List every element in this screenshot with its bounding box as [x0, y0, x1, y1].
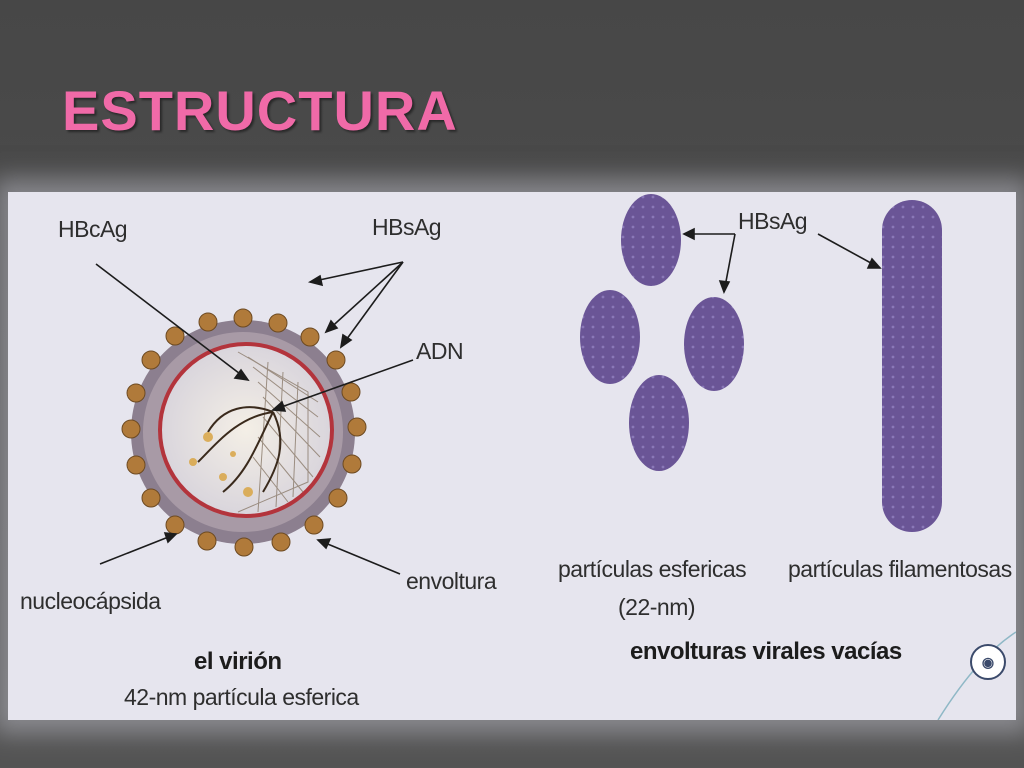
spherical-particles	[580, 194, 744, 471]
virion-arrows	[95, 261, 414, 575]
slide-title: ESTRUCTURA	[62, 79, 458, 142]
virion-particle	[121, 308, 367, 557]
virion-envelope-ring	[158, 342, 334, 518]
label-hbcag: HBcAg	[58, 216, 128, 242]
spherical-particle-top	[621, 194, 681, 286]
label-adn: ADN	[416, 338, 464, 364]
label-virion-subtitle: 42-nm partícula esferica	[124, 684, 359, 710]
virion-spikes	[121, 308, 367, 557]
core-granules	[189, 432, 253, 497]
label-particulas-esfericas: partículas esfericas	[558, 556, 747, 582]
label-nucleocapsida: nucleocápsida	[20, 588, 161, 614]
label-hbsag-virion: HBsAg	[372, 214, 442, 240]
spherical-particle-left	[580, 290, 640, 384]
label-particulas-filamentosas: partículas filamentosas	[788, 556, 1012, 582]
diagram-canvas	[95, 194, 1016, 720]
filamentous-particle	[882, 200, 942, 532]
label-virion-title: el virión	[194, 648, 282, 675]
label-particulas-size: (22-nm)	[618, 594, 696, 620]
spherical-particle-right	[684, 297, 744, 391]
particle-arrows	[682, 227, 882, 295]
spherical-particle-bottom	[629, 375, 689, 471]
logo-icon: ◉	[970, 644, 1006, 680]
label-envolturas-title: envolturas virales vacías	[630, 638, 902, 665]
diagram-figure: HBcAg HBsAg ADN nucleocápsida envoltura …	[8, 192, 1016, 720]
label-hbsag-particles: HBsAg	[738, 208, 808, 234]
dna-strands	[197, 406, 282, 493]
label-envoltura: envoltura	[406, 568, 497, 594]
